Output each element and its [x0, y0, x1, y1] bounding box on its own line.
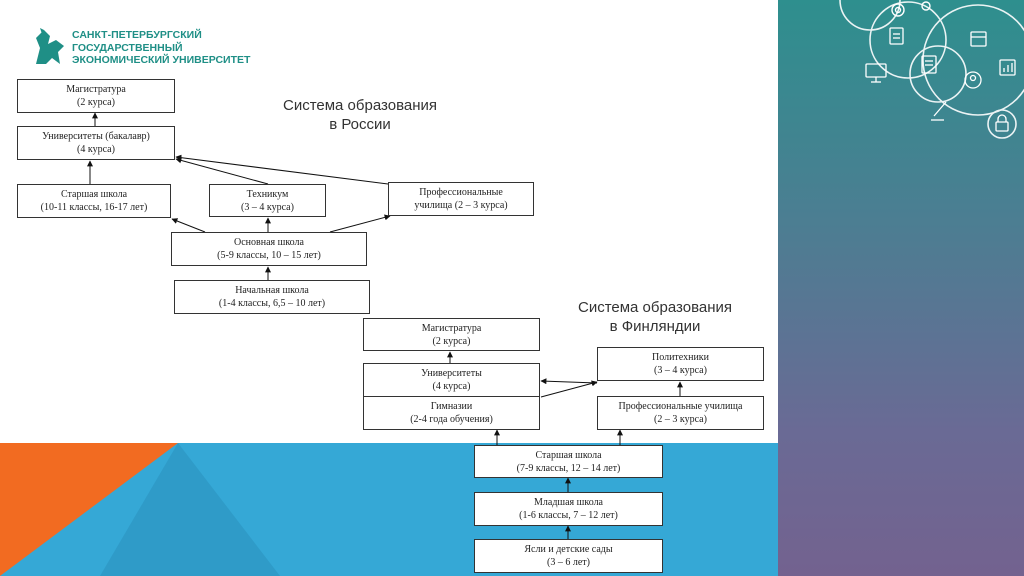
- arrow-gymnasium-to-polytechnics: [540, 380, 598, 398]
- fi-gymnasium-line-1: Гимназии: [430, 401, 473, 412]
- arrow-technikum-to-university: [175, 157, 269, 185]
- ru-technikum-line-1: Техникум: [246, 188, 289, 200]
- ru-box-masters: Магистратура (2 курса): [17, 79, 175, 113]
- fi-junior-school-line-1: Младшая школа: [534, 497, 603, 508]
- fi-box-gymnasium: Гимназии (2-4 года обучения): [363, 396, 540, 430]
- griffin-logo-icon: [36, 28, 64, 64]
- pen-icon: [931, 101, 947, 121]
- arrow-basic-to-highschool: [171, 218, 206, 233]
- decorative-circles: [839, 0, 1024, 139]
- ru-vocational-line-1: Профессиональные: [419, 187, 503, 198]
- arrow-vocational-to-university: [175, 154, 389, 185]
- settings-person-icon: [964, 71, 982, 89]
- lock-icon: [995, 114, 1009, 132]
- ru-vocational-line-2: училища (2 – 3 курса): [414, 200, 508, 211]
- fi-box-kindergarten: Ясли и детские сады (3 – 6 лет): [474, 539, 663, 573]
- arrow-basic-to-vocational: [329, 214, 391, 233]
- ru-box-primary-school: Начальная школа (1-4 классы, 6,5 – 10 ле…: [174, 280, 370, 314]
- university-logo: [30, 26, 270, 71]
- ru-box-university: Университеты (бакалавр) (4 курса): [17, 126, 175, 160]
- logo-line-3: ЭКОНОМИЧЕСКИЙ УНИВЕРСИТЕТ: [72, 54, 251, 66]
- ru-box-technikum: Техникум (3 – 4 курса): [209, 184, 326, 217]
- finland-title-line-1: Система образования: [577, 299, 732, 316]
- russia-title-line-2: в России: [329, 116, 391, 133]
- fi-box-upper-school: Старшая школа (7-9 классы, 12 – 14 лет): [474, 445, 663, 478]
- university-name: САНКТ-ПЕТЕРБУРГСКИЙ ГОСУДАРСТВЕННЫЙ ЭКОН…: [72, 29, 250, 67]
- ru-masters-line-2: (2 курса): [77, 97, 115, 108]
- ru-masters-line-1: Магистратура: [66, 84, 126, 95]
- fi-junior-school-line-2: (1-6 классы, 7 – 12 лет): [519, 510, 618, 521]
- fi-universities-line-2: (4 курса): [432, 381, 471, 392]
- chart-icon: [999, 59, 1016, 76]
- fi-masters-line-2: (2 курса): [432, 335, 471, 347]
- monitor-icon: [865, 63, 887, 83]
- ru-technikum-line-2: (3 – 4 курса): [241, 201, 294, 213]
- fi-box-masters: Магистратура (2 курса): [363, 318, 540, 351]
- fi-polytechnics-line-1: Политехники: [651, 352, 710, 363]
- ru-box-vocational: Профессиональные училища (2 – 3 курса): [388, 182, 534, 216]
- ru-box-basic-school: Основная школа (5-9 классы, 10 – 15 лет): [171, 232, 367, 266]
- fi-universities-line-1: Университеты: [421, 368, 482, 379]
- ru-primary-school-line-1: Начальная школа: [235, 285, 309, 296]
- logo-line-1: САНКТ-ПЕТЕРБУРГСКИЙ: [72, 29, 202, 41]
- ru-basic-school-line-1: Основная школа: [234, 237, 304, 248]
- ru-high-school-line-1: Старшая школа: [60, 189, 128, 200]
- russia-title: Система образования в России: [250, 96, 470, 134]
- fi-upper-school-line-1: Старшая школа: [535, 449, 602, 461]
- fi-box-junior-school: Младшая школа (1-6 классы, 7 – 12 лет): [474, 492, 663, 526]
- russia-title-line-1: Система образования: [282, 97, 437, 114]
- fi-upper-school-line-2: (7-9 классы, 12 – 14 лет): [516, 462, 621, 474]
- fi-box-polytechnics: Политехники (3 – 4 курса): [597, 347, 764, 381]
- fi-gymnasium-line-2: (2-4 года обучения): [410, 414, 493, 425]
- ru-basic-school-line-2: (5-9 классы, 10 – 15 лет): [217, 250, 321, 261]
- calendar-icon: [970, 31, 987, 47]
- clipboard-icon: [889, 27, 904, 45]
- fi-box-vocational: Профессиональные училища (2 – 3 курса): [597, 396, 764, 430]
- arrow-polytechnics-to-universities: [540, 378, 598, 385]
- right-decorative-panel: [778, 0, 1024, 576]
- ru-university-line-1: Университеты (бакалавр): [42, 131, 150, 142]
- fi-masters-line-1: Магистратура: [421, 322, 482, 334]
- fi-kindergarten-line-1: Ясли и детские сады: [524, 544, 613, 555]
- document-icon: [921, 55, 937, 74]
- fi-vocational-line-1: Профессиональные училища: [618, 401, 743, 412]
- ru-high-school-line-2: (10-11 классы, 16-17 лет): [40, 202, 148, 213]
- band-triangles: [0, 443, 280, 576]
- finland-title: Система образования в Финляндии: [540, 298, 770, 336]
- logo-line-2: ГОСУДАРСТВЕННЫЙ: [72, 41, 183, 54]
- fi-box-universities: Университеты (4 курса): [363, 363, 540, 397]
- finland-title-line-2: в Финляндии: [609, 318, 701, 335]
- fi-kindergarten-line-2: (3 – 6 лет): [547, 557, 590, 568]
- fi-vocational-line-2: (2 – 3 курса): [654, 414, 707, 425]
- ru-box-high-school: Старшая школа (10-11 классы, 16-17 лет): [17, 184, 171, 218]
- ru-primary-school-line-2: (1-4 классы, 6,5 – 10 лет): [218, 298, 326, 309]
- fi-polytechnics-line-2: (3 – 4 курса): [654, 365, 707, 376]
- gear-icon: [891, 1, 931, 17]
- ru-university-line-2: (4 курса): [77, 144, 115, 155]
